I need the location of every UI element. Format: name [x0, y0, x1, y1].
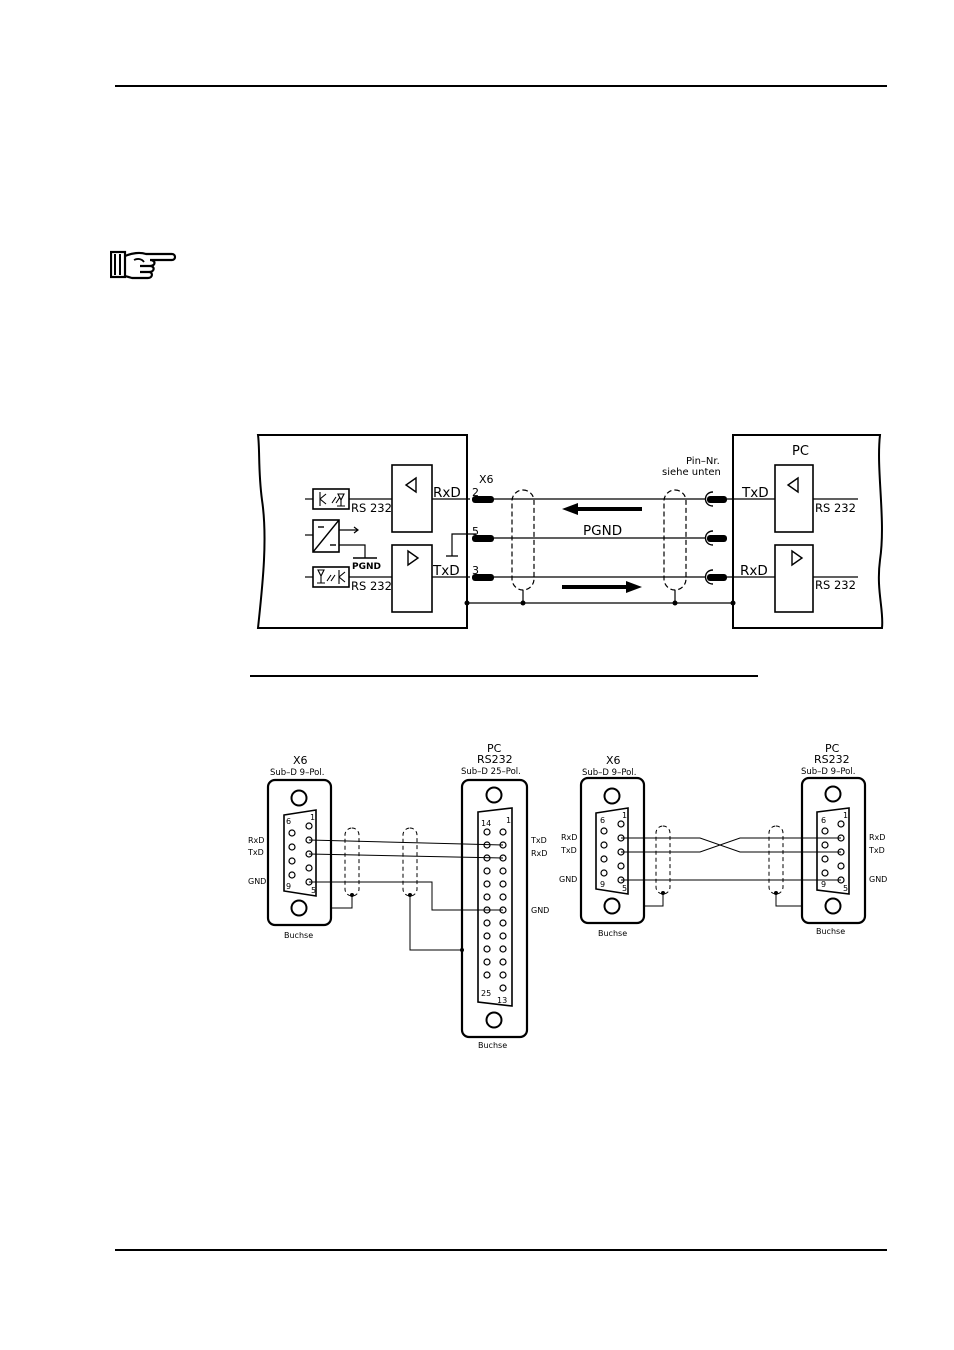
pin-label-9: 9: [286, 882, 291, 891]
svg-text:1: 1: [622, 811, 627, 820]
right-rxd-label: RxD: [531, 849, 547, 858]
shield-9-left: [655, 825, 671, 895]
left-txd: TxD: [432, 563, 460, 579]
pc-rs232-bottom: RS 232: [815, 578, 856, 592]
right-rxd-label-2: RxD: [869, 833, 885, 842]
pc-title-2: PC: [825, 742, 840, 755]
x6-title-2: X6: [606, 754, 621, 767]
x6-title: X6: [293, 754, 308, 767]
left-rs232-top: RS 232: [351, 501, 392, 515]
receiver-triangle: [404, 476, 417, 494]
drive-housing: [256, 434, 468, 629]
left-txd-label: TxD: [247, 848, 264, 857]
pc-housing: [732, 434, 884, 629]
pc-subtitle: Sub–D 25–Pol.: [461, 767, 521, 777]
right-txd-label-2: TxD: [868, 846, 885, 855]
x6-connector-9: [266, 778, 333, 927]
pin-label-5: 5: [311, 886, 316, 895]
dc-dc-converter: [312, 519, 340, 553]
x6-subtitle: Sub–D 9–Pol.: [270, 768, 324, 778]
pin-label-14: 14: [481, 819, 491, 828]
pin-label-25: 25: [481, 989, 491, 998]
right-gnd-label: GND: [531, 906, 549, 915]
pc-rxd: RxD: [740, 563, 768, 579]
cable-9-to-9-diagram: X6 Sub–D 9–Pol. PC RS232 Sub–D 9–Pol. 6 …: [559, 742, 887, 938]
pin-label-13: 13: [497, 996, 507, 1005]
pc-txd: TxD: [741, 485, 769, 501]
right-txd-label: TxD: [530, 836, 547, 845]
pin-note-line2: siehe unten: [662, 467, 721, 478]
header-rule: [115, 85, 887, 87]
center-pgnd: PGND: [583, 523, 622, 539]
svg-text:6: 6: [821, 816, 826, 825]
pin-note-line1: Pin–Nr.: [686, 456, 720, 467]
pc-label: PC: [792, 444, 809, 459]
pc-rs232-top: RS 232: [815, 501, 856, 515]
left-pgnd: PGND: [352, 562, 381, 572]
x6-connector-9b: [579, 776, 646, 925]
pin-2: 2: [472, 486, 479, 499]
svg-text:9: 9: [600, 880, 605, 889]
cable-shield-right: [663, 489, 687, 591]
pc-title2: RS232: [477, 753, 513, 766]
left-gnd-label: GND: [248, 877, 266, 886]
left-rxd: RxD: [433, 485, 461, 501]
pin-5: 5: [472, 525, 479, 538]
pc-connector-25: [460, 778, 529, 1039]
x6-subtitle-2: Sub–D 9–Pol.: [582, 768, 636, 778]
left-txd-label-2: TxD: [560, 846, 577, 855]
pc-subtitle-2: Sub–D 9–Pol.: [801, 767, 855, 777]
receiver-box: [391, 464, 433, 533]
transmitter-box: [391, 544, 433, 613]
pin-label-6: 6: [286, 817, 291, 826]
cable-9-to-25-diagram: X6 Sub–D 9–Pol. PC RS232 Sub–D 25–Pol. 6…: [247, 742, 549, 1050]
socket-left: Buchse: [284, 931, 313, 940]
pc-title2-2: RS232: [814, 753, 850, 766]
svg-text:9: 9: [821, 880, 826, 889]
transmitter-triangle: [407, 549, 420, 567]
left-gnd-label-2: GND: [559, 875, 577, 884]
svg-text:6: 6: [600, 816, 605, 825]
svg-text:5: 5: [843, 884, 848, 893]
left-rxd-label-2: RxD: [561, 833, 577, 842]
socket-left-2: Buchse: [598, 929, 627, 938]
pin-3: 3: [472, 564, 479, 577]
pc-connector-9: [800, 776, 867, 925]
svg-text:1: 1: [843, 811, 848, 820]
shield-25-left: [344, 827, 360, 897]
left-rs232-bottom: RS 232: [351, 579, 392, 593]
shield-9-right: [768, 825, 784, 895]
pc-title: PC: [487, 742, 502, 755]
pin-label-1: 1: [310, 813, 315, 822]
right-gnd-label-2: GND: [869, 875, 887, 884]
shield-25-right: [402, 827, 418, 897]
socket-right-2: Buchse: [816, 927, 845, 936]
pc-transmitter-box: [774, 544, 814, 613]
section-divider: [250, 675, 758, 677]
svg-text:5: 5: [622, 884, 627, 893]
pc-receiver-box: [774, 464, 814, 533]
footer-rule: [115, 1249, 887, 1251]
interface-block-diagram: RS 232 PGND RS 232 RxD TxD X6 2 5 3 PGND…: [256, 434, 884, 629]
cable-shield-left: [511, 489, 535, 591]
pin-label-1-25: 1: [506, 816, 511, 825]
left-rxd-label: RxD: [248, 836, 264, 845]
x6-label: X6: [479, 473, 494, 486]
socket-right: Buchse: [478, 1041, 507, 1050]
pointing-hand-icon: [110, 250, 177, 280]
